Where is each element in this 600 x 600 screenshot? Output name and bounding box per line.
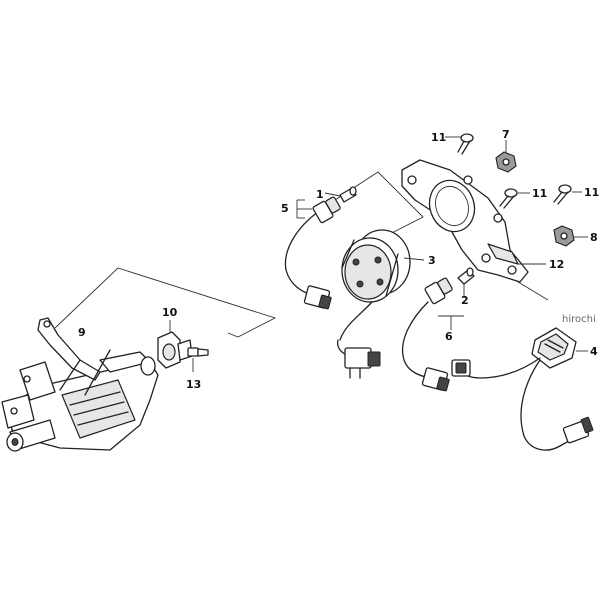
callout-2: 2 xyxy=(461,294,469,307)
callout-12: 12 xyxy=(549,258,564,271)
callout-9: 9 xyxy=(78,326,86,339)
callout-11-top: 11 xyxy=(431,131,446,144)
callout-11-right: 11 xyxy=(584,186,599,199)
part-13-bolt xyxy=(187,347,209,372)
part-4-switch-harness xyxy=(451,327,594,451)
part-6-sensor-harness xyxy=(402,277,464,392)
part-3-connector xyxy=(336,339,381,379)
part-9-frame-bracket xyxy=(1,317,159,452)
callout-3: 3 xyxy=(428,254,436,267)
part-12-mounting-plate xyxy=(401,159,546,283)
callout-5: 5 xyxy=(281,202,289,215)
callout-1: 1 xyxy=(316,188,324,201)
part-8-nut xyxy=(553,225,588,247)
part-7-nut xyxy=(495,140,517,173)
callout-7: 7 xyxy=(502,128,510,141)
callout-6: 6 xyxy=(445,330,453,343)
callout-labels: 1 2 3 4 5 6 7 8 9 10 11 11 11 12 13 xyxy=(78,128,599,391)
callout-10: 10 xyxy=(162,306,178,319)
callout-8: 8 xyxy=(590,231,598,244)
callout-4: 4 xyxy=(590,345,598,358)
part-11-screw-right xyxy=(553,184,582,205)
part-2-nozzle xyxy=(457,267,475,298)
part-5-sensor-harness xyxy=(284,196,341,310)
part-1-nozzle xyxy=(324,186,357,203)
part-11-screw-middle xyxy=(499,188,530,209)
watermark-text: hirochi xyxy=(562,314,596,325)
callout-11-middle: 11 xyxy=(532,187,547,200)
part-3-meter xyxy=(339,229,425,341)
part-11-screw-top xyxy=(445,133,474,155)
part-10-clamp xyxy=(157,320,193,369)
callout-13: 13 xyxy=(186,378,201,391)
